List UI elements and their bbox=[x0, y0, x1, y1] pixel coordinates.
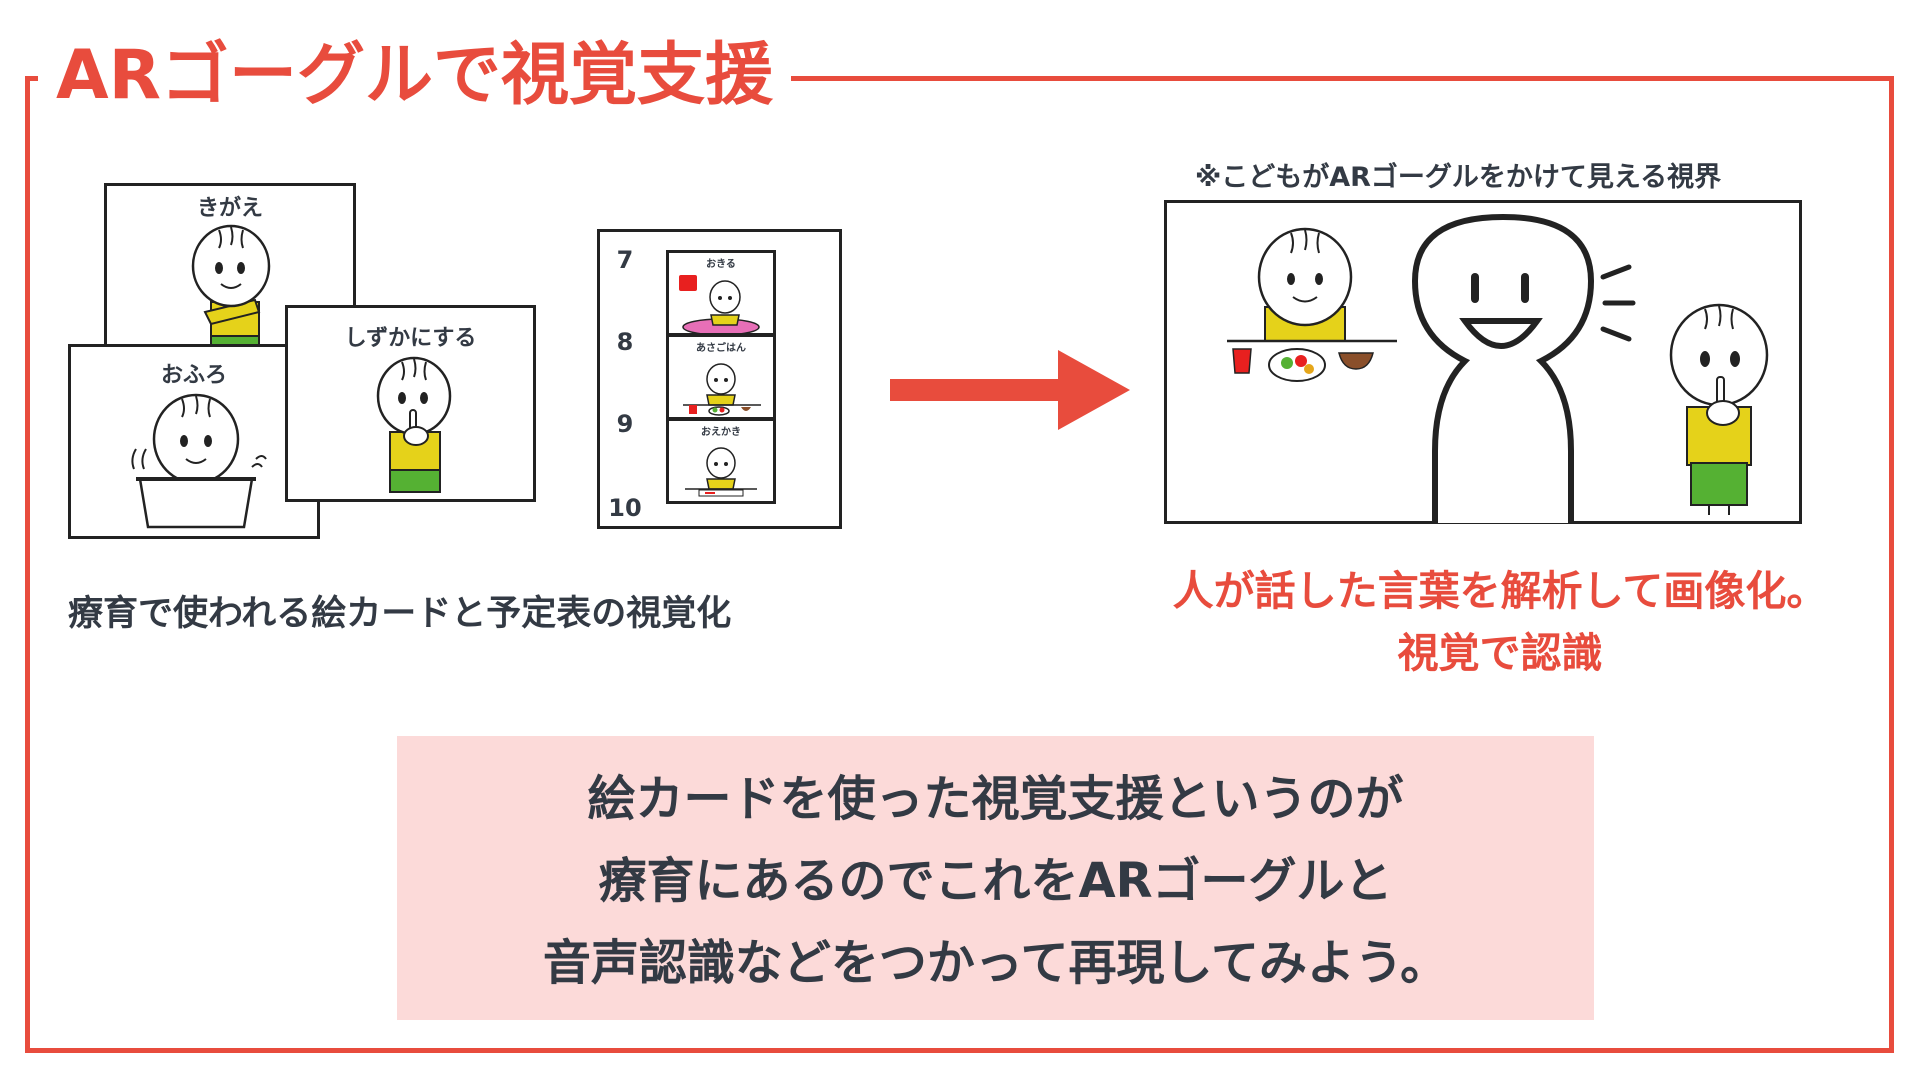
outer-frame bbox=[25, 76, 1894, 1053]
summary-line1: 絵カードを使った視覚支援というのが bbox=[587, 771, 1404, 827]
summary-box: 絵カードを使った視覚支援というのが 療育にあるのでこれをARゴーグルと 音声認識… bbox=[397, 736, 1594, 1020]
caption-right-line2: 視覚で認識 bbox=[1397, 629, 1603, 677]
right-arrow-icon bbox=[890, 350, 1130, 430]
child-figure-icon bbox=[685, 447, 757, 497]
hour-8: 8 bbox=[616, 328, 634, 356]
speaking-person-icon bbox=[1411, 213, 1595, 523]
view-note: ※こどもがARゴーグルをかけて見える視界 bbox=[1195, 162, 1722, 193]
card-label-kigae: きがえ bbox=[196, 196, 263, 221]
bathtub-icon bbox=[131, 393, 267, 529]
summary-text: 絵カードを使った視覚支援というのが 療育にあるのでこれをARゴーグルと 音声認識… bbox=[397, 758, 1594, 1004]
card-label-shizuka: しずかにする bbox=[344, 326, 477, 351]
ar-view-box bbox=[1164, 200, 1802, 524]
child-figure-icon bbox=[191, 224, 271, 359]
slot-label-wakeup: おきる bbox=[706, 259, 736, 270]
slot-label-breakfast: あさごはん bbox=[696, 343, 746, 354]
picture-card-shizuka: しずかにする bbox=[285, 305, 536, 502]
card-label-ofuro: おふろ bbox=[160, 363, 227, 388]
hour-10: 10 bbox=[608, 494, 642, 522]
sound-lines-icon bbox=[1600, 264, 1636, 342]
meal-tray-icon bbox=[1227, 227, 1397, 382]
picture-card-ofuro: おふろ bbox=[68, 344, 320, 539]
schedule-slot-breakfast: あさごはん bbox=[666, 334, 776, 420]
hour-7: 7 bbox=[616, 246, 634, 274]
hour-9: 9 bbox=[616, 410, 634, 438]
summary-line3: 音声認識などをつかって再現してみよう。 bbox=[542, 935, 1449, 991]
schedule-slot-wakeup: おきる bbox=[666, 250, 776, 336]
caption-right-line1: 人が話した言葉を解析して画像化。 bbox=[1172, 567, 1828, 615]
schedule-slot-drawing: おえかき bbox=[666, 418, 776, 504]
child-figure-icon bbox=[1669, 303, 1769, 515]
child-figure-icon bbox=[376, 356, 452, 493]
summary-line2: 療育にあるのでこれをARゴーグルと bbox=[598, 853, 1393, 909]
schedule-board: 7 8 9 10 おきる あさごはん おえかき bbox=[597, 229, 842, 529]
slot-label-drawing: おえかき bbox=[701, 427, 741, 438]
caption-picture-cards: 療育で使われる絵カードと予定表の視覚化 bbox=[68, 594, 732, 634]
child-figure-icon bbox=[679, 275, 760, 333]
caption-speech-visualization: 人が話した言葉を解析して画像化。 視覚で認識 bbox=[1080, 560, 1920, 684]
page-title: ARゴーグルで視覚支援 bbox=[38, 30, 791, 122]
meal-tray-icon bbox=[683, 363, 761, 416]
